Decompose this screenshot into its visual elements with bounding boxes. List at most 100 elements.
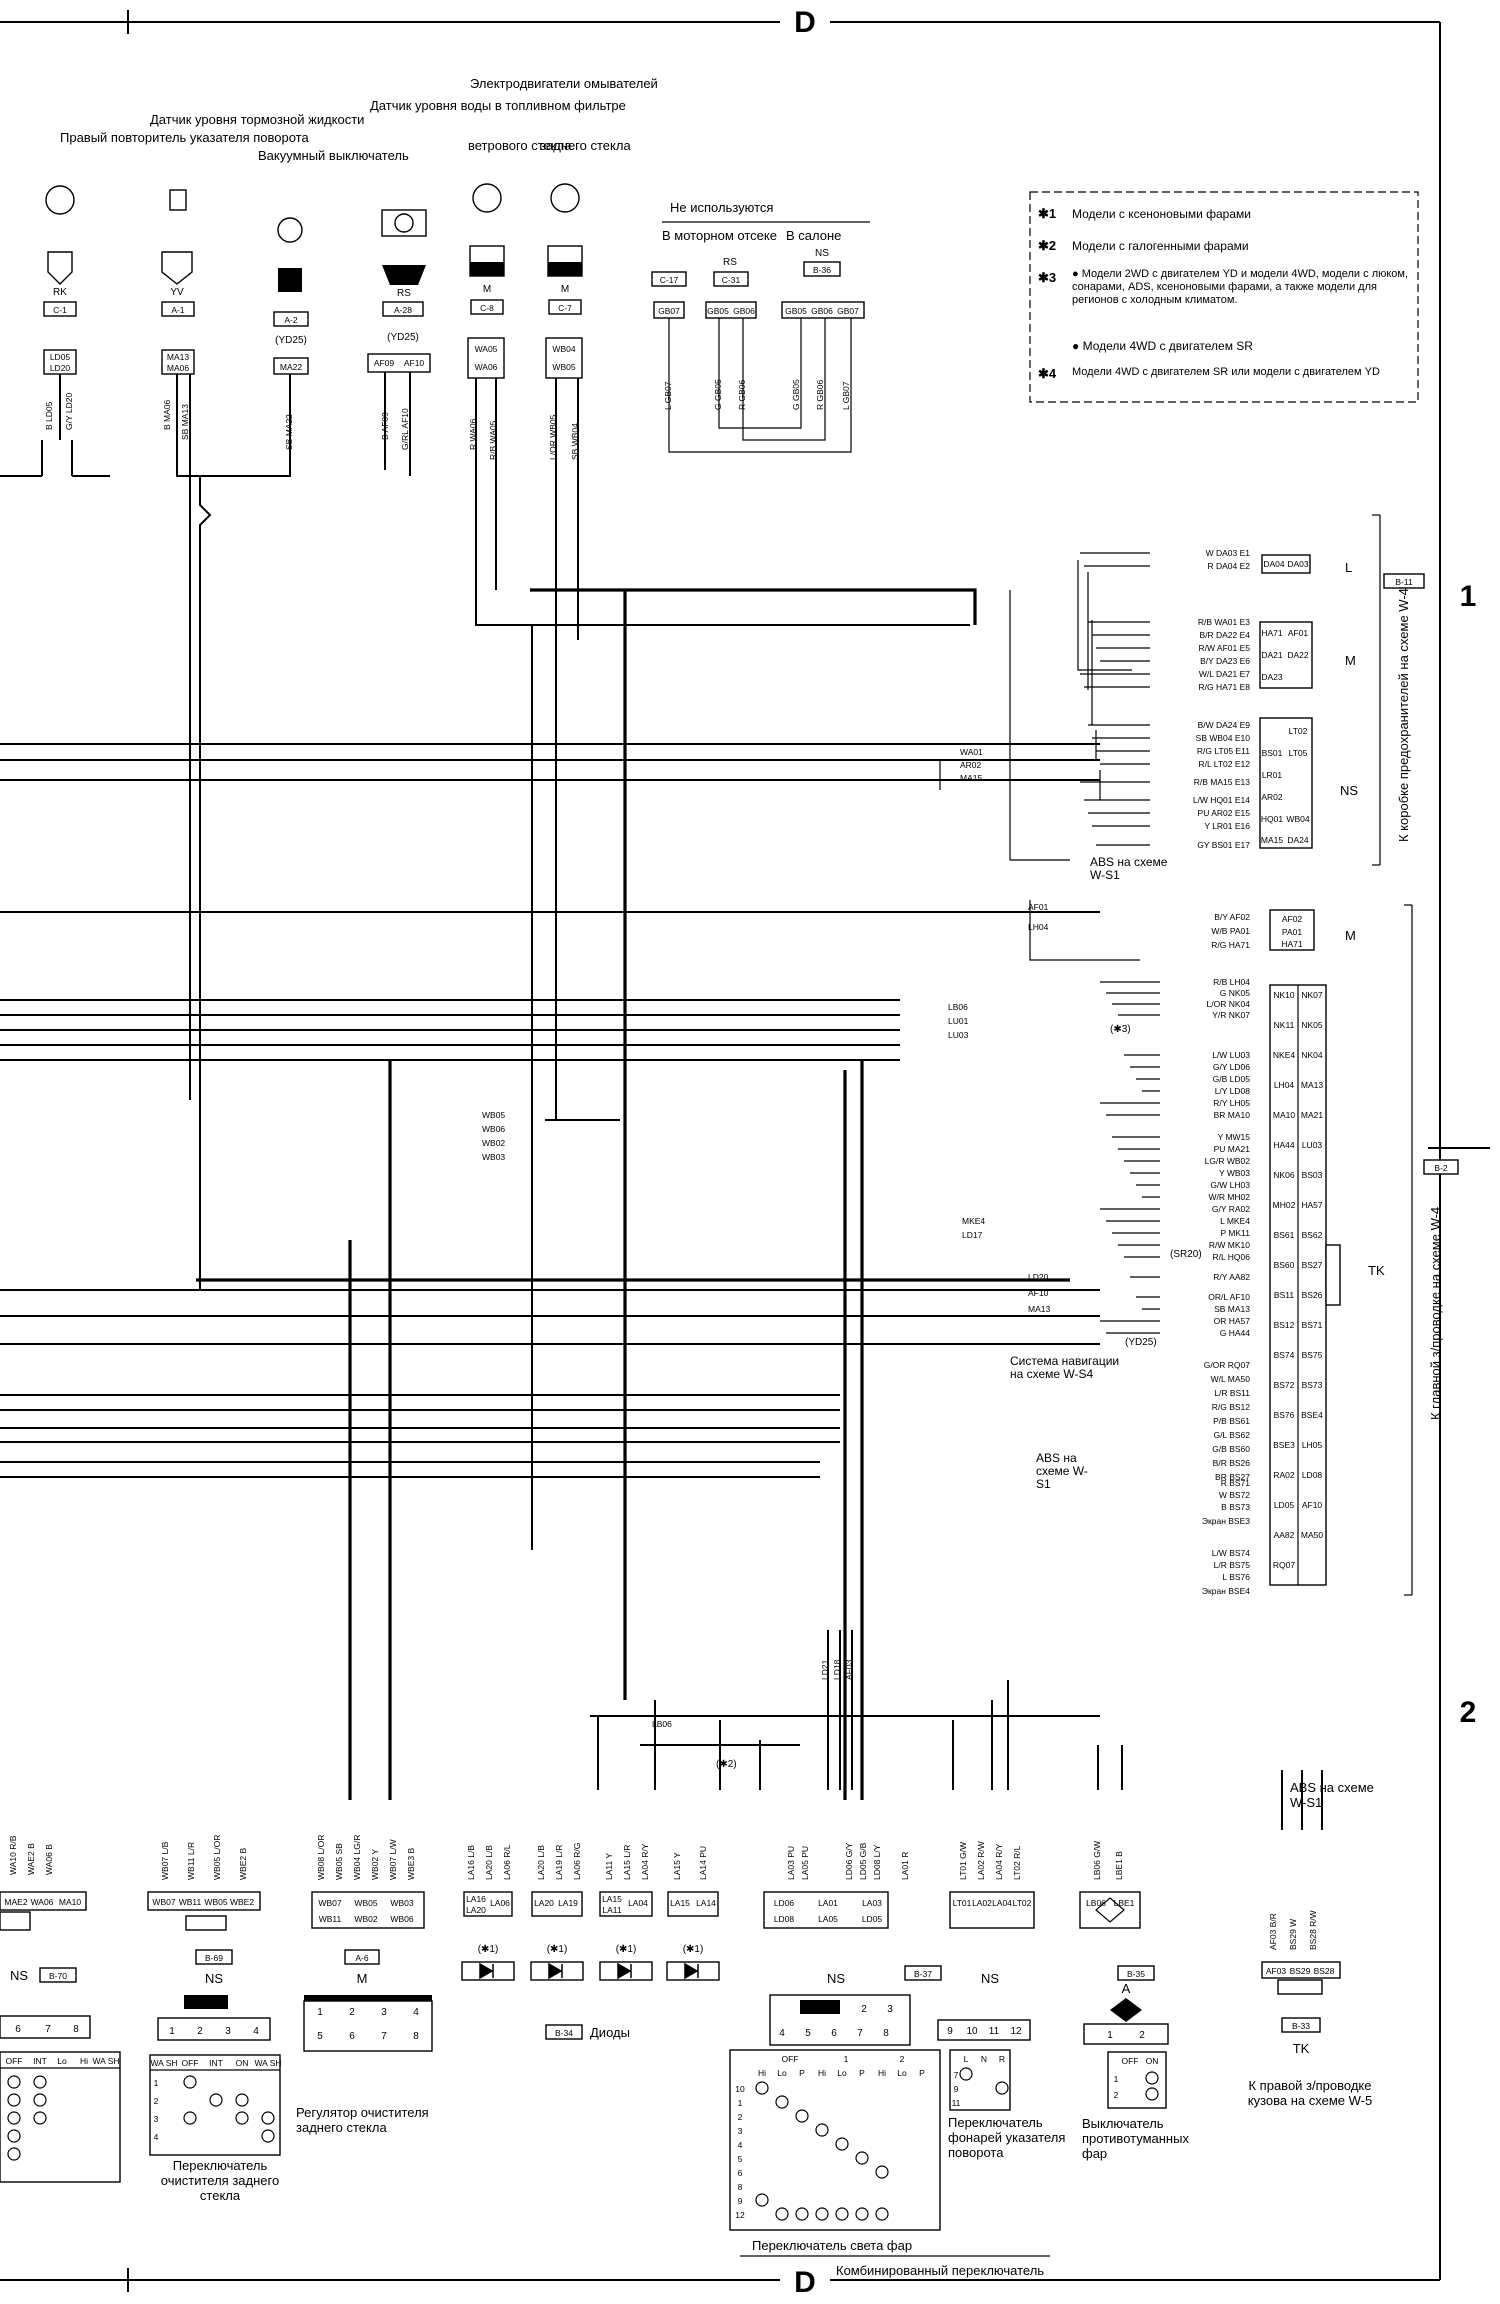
frag-dot	[7, 2129, 21, 2143]
rwr-pin-num: 4	[413, 2007, 419, 2018]
hl-table-row: 1	[738, 2098, 743, 2108]
fog-pin-num: 2	[1139, 2030, 1145, 2041]
main-harness-connector: B-2 TK К главной з/проводке на схеме W-4…	[482, 902, 1459, 1596]
note-text-3: ● Модели 2WD с двигателем YD и модели 4W…	[1072, 268, 1409, 306]
hl-table-sub: Lo	[777, 2068, 787, 2078]
m7-pin: WB05	[552, 362, 575, 372]
fog-table-row: 2	[1114, 2090, 1119, 2100]
b2-row-label: SB MA13	[1214, 1304, 1250, 1314]
rwr-pin-num: 2	[349, 2007, 355, 2018]
combo-cell: LD08	[774, 1914, 795, 1924]
b36-pin: GB05	[785, 306, 807, 316]
combo-wire-label: LA05 PU	[800, 1846, 810, 1880]
b2-row-label: L/Y LD08	[1215, 1086, 1251, 1096]
b2-cell: AF02	[1282, 914, 1303, 924]
nav-row-label: P/B BS61	[1213, 1416, 1250, 1426]
fuse-cell: WB04	[1286, 814, 1309, 824]
rws-dot	[235, 2111, 249, 2125]
rwr-pin: WB07	[318, 1898, 341, 1908]
top-components: Правый повторитель указателя поворота RK…	[43, 76, 658, 460]
fog-wire-label: LBE1 B	[1114, 1851, 1124, 1880]
hl-dot	[815, 2207, 829, 2221]
b2-tap-labels: LB06LU01LU03WB05WB06WB02WB03MKE4LD17LD20…	[482, 1002, 1050, 1314]
nav-row-label: G/OR RQ07	[1204, 1360, 1251, 1370]
fuse-cell: AR02	[1261, 792, 1283, 802]
rwr-pin-num: 6	[349, 2031, 355, 2042]
b2-abs-title: ABS на схеме W-S1	[1036, 1452, 1088, 1491]
rws-dot	[261, 2129, 275, 2143]
unused-wire-label: L GB07	[663, 381, 673, 410]
b2-tap-label: MA13	[1028, 1304, 1050, 1314]
m7-wire-label: L/OR WB05	[548, 414, 558, 460]
b2-cell: MA13	[1301, 1080, 1323, 1090]
turn-pin-num: 11	[989, 2026, 1000, 2037]
b2-tap-label: WB03	[482, 1152, 505, 1162]
frag-dot	[7, 2093, 21, 2107]
rwr-pin: WB03	[390, 1898, 413, 1908]
frag-wire-label: WA10 R/B	[8, 1835, 18, 1875]
fuse-cell: DA24	[1287, 835, 1309, 845]
fuse-tap: AR02	[960, 760, 982, 770]
diode-cell: LA16	[466, 1894, 486, 1904]
c17-pin: GB07	[658, 306, 680, 316]
frag-cell: WA06	[31, 1897, 54, 1907]
yv-conn: A-1	[171, 305, 185, 315]
frag-table-head: Lo	[57, 2056, 67, 2066]
hl-dot	[755, 2193, 769, 2207]
zone-label-top: D	[794, 6, 816, 39]
b2-cell: BS62	[1302, 1230, 1323, 1240]
b2-row-label: Y MW15	[1218, 1132, 1251, 1142]
body-wire-label: BS28 R/W	[1308, 1910, 1318, 1950]
rws-pin: WB11	[179, 1897, 202, 1907]
frag-conn: B-70	[49, 1971, 67, 1981]
body-wire-label: BS29 W	[1288, 1919, 1298, 1950]
bottom-left-fragment: WA10 R/B WAE2 B WA06 B MAE2 WA06 MA10 NS…	[0, 1835, 121, 2183]
turn-wire-label: LA04 R/Y	[994, 1843, 1004, 1880]
wire-routing	[0, 372, 1323, 1830]
rwr-wire-label: WB05 SB	[334, 1843, 344, 1880]
rwr-conn: A-6	[355, 1953, 369, 1963]
body-conn: B-33	[1292, 2021, 1310, 2031]
nav-row-label: B/R BS26	[1213, 1458, 1251, 1468]
m8-code: M	[483, 284, 491, 295]
b2-cell: NK10	[1273, 990, 1295, 1000]
turn-table-head: N	[981, 2054, 987, 2064]
fuse-row-label: L/W HQ01 E14	[1193, 795, 1250, 805]
hl-dot	[855, 2151, 869, 2165]
hl-dot	[815, 2123, 829, 2137]
b2-cell: NKE4	[1273, 1050, 1295, 1060]
abs-row-label: L/W BS74	[1212, 1548, 1251, 1558]
c31-pin: GB05	[707, 306, 729, 316]
unused-title: Не используются	[670, 200, 773, 215]
vac-conn: A-2	[284, 315, 298, 325]
diode-cell: LA04	[628, 1898, 648, 1908]
b2-cell: MA10	[1273, 1110, 1295, 1120]
fog-cell: LBE1	[1114, 1898, 1135, 1908]
fuse-cell: BS01	[1262, 748, 1283, 758]
b2-cell: LH04	[1274, 1080, 1295, 1090]
turn-table-head: L	[964, 2054, 969, 2064]
unused-wire-label: L GB07	[841, 381, 851, 410]
nav-row-label: BR BS27	[1215, 1472, 1250, 1482]
combo-pin-num: 8	[883, 2028, 889, 2039]
fuse-row-label: B/Y DA23 E6	[1200, 656, 1250, 666]
rs-variant: (YD25)	[387, 332, 419, 343]
rwr-pin: WB06	[390, 1914, 413, 1924]
rws-table-head: WA SH	[150, 2058, 177, 2068]
turn-dot	[995, 2081, 1009, 2095]
rws-pin: WBE2	[230, 1897, 254, 1907]
rws-code: NS	[205, 1971, 223, 1986]
rs-pin: AF10	[404, 358, 425, 368]
unused-wire-label: G GB05	[791, 379, 801, 410]
